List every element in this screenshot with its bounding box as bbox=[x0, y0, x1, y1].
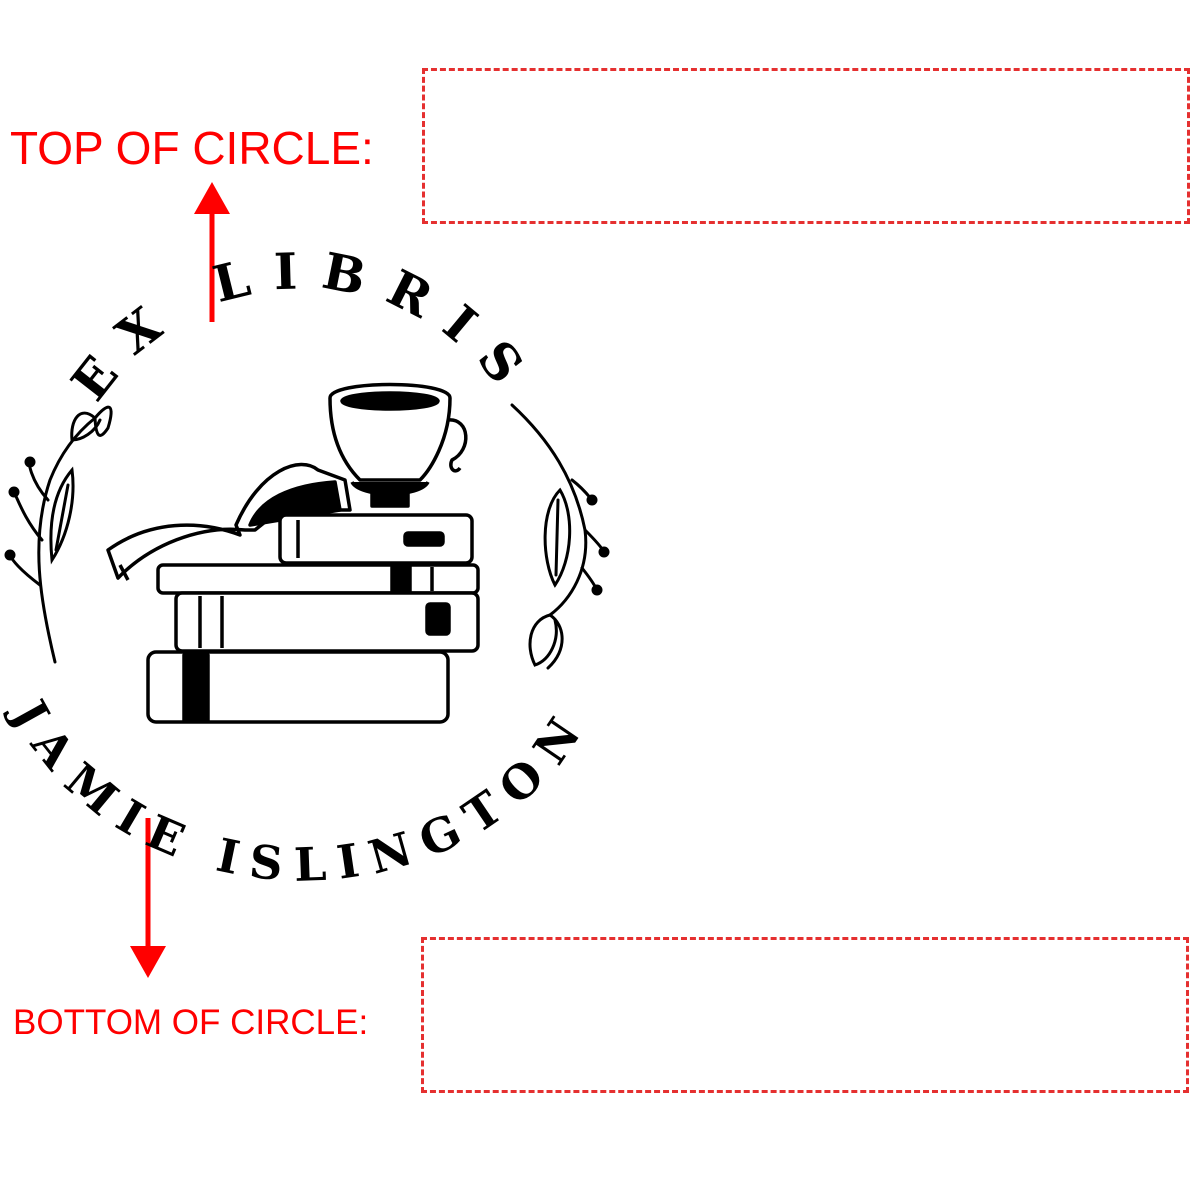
arrow-down-icon bbox=[130, 818, 166, 978]
bottom-of-circle-input[interactable] bbox=[421, 937, 1189, 1093]
books-and-teacup-illustration bbox=[106, 382, 480, 724]
stamp-top-text: EX LIBRIS bbox=[60, 241, 549, 412]
arrow-up-icon bbox=[194, 182, 230, 322]
bottom-of-circle-label: BOTTOM OF CIRCLE: bbox=[13, 1003, 369, 1042]
right-floral-sprig-icon bbox=[510, 403, 610, 670]
top-of-circle-label: TOP OF CIRCLE: bbox=[10, 122, 374, 174]
left-floral-sprig-icon bbox=[4, 405, 113, 664]
top-of-circle-input[interactable] bbox=[422, 68, 1190, 224]
